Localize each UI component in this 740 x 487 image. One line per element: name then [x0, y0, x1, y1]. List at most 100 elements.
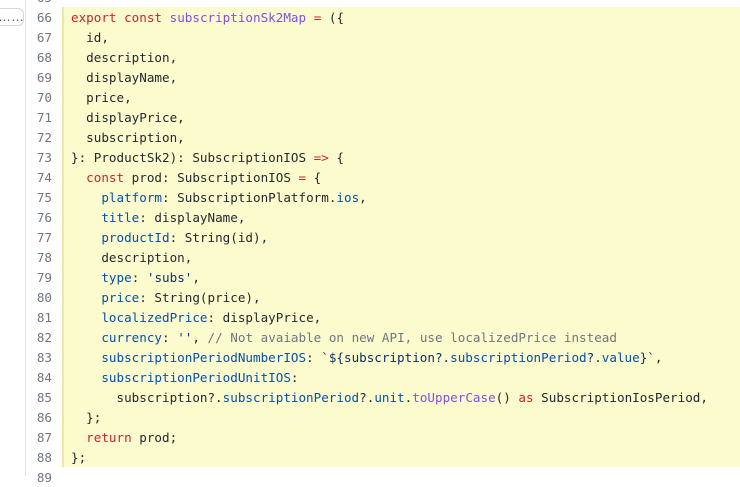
code-text: price: String(price),: [71, 289, 261, 305]
code-text: description,: [71, 50, 177, 65]
line-number[interactable]: 72: [36, 129, 52, 145]
line-number[interactable]: 87: [36, 429, 52, 445]
code-token: [71, 370, 101, 385]
line-number[interactable]: 69: [36, 69, 52, 85]
code-token: description,: [71, 49, 178, 65]
code-token: localizedPrice: [101, 309, 208, 325]
code-token: [71, 210, 101, 225]
code-token: title: [101, 209, 140, 225]
code-token: [71, 170, 86, 185]
line-number[interactable]: 73: [36, 149, 52, 165]
code-token: toUpperCase: [412, 389, 496, 405]
code-text: export const subscriptionSk2Map = ({: [71, 10, 344, 25]
code-token: ?.: [586, 349, 602, 365]
line-number[interactable]: 67: [36, 29, 52, 45]
line-number[interactable]: 79: [36, 269, 52, 285]
gutter-divider: [25, 0, 26, 476]
code-token: prod: SubscriptionIOS: [124, 169, 299, 185]
code-token: [162, 10, 170, 25]
line-number[interactable]: 65: [0, 0, 52, 5]
code-token: subscriptionSk2Map: [169, 9, 307, 25]
code-token: `${subscription?.: [321, 349, 451, 365]
code-text: subscriptionPeriodUnitIOS:: [71, 369, 299, 385]
line-number[interactable]: 83: [36, 349, 52, 365]
code-text: };: [71, 410, 101, 425]
line-number[interactable]: 81: [36, 309, 52, 325]
code-token: platform: [101, 189, 163, 205]
code-line: 82 currency: '', // Not avaiable on new …: [0, 327, 740, 347]
code-token: as: [518, 389, 534, 405]
code-text: subscription,: [71, 130, 185, 145]
code-token: subscriptionPeriod: [222, 389, 360, 405]
code-text: return prod;: [71, 430, 177, 445]
code-token: : String(id),: [169, 229, 269, 245]
code-token: currency: [101, 329, 163, 345]
line-number[interactable]: 88: [36, 449, 52, 465]
code-token: const: [86, 169, 125, 185]
line-number[interactable]: 89: [36, 469, 52, 485]
line-number[interactable]: 74: [36, 169, 52, 185]
line-number[interactable]: 78: [36, 249, 52, 265]
code-token: :: [131, 269, 147, 285]
code-text: subscriptionPeriodNumberIOS: `${subscrip…: [71, 350, 662, 365]
code-token: subscription?.: [71, 389, 223, 405]
code-line: 84 subscriptionPeriodUnitIOS:: [0, 367, 740, 387]
line-number[interactable]: 66: [36, 9, 52, 25]
code-token: :: [306, 349, 322, 365]
code-token: '': [177, 329, 193, 345]
code-token: unit: [374, 389, 405, 405]
line-number[interactable]: 80: [36, 289, 52, 305]
code-line: 65: [0, 0, 740, 7]
line-number[interactable]: 70: [36, 89, 52, 105]
code-line: 68 description,: [0, 47, 740, 67]
code-text: };: [71, 450, 86, 465]
code-line: 85 subscription?.subscriptionPeriod?.uni…: [0, 387, 740, 407]
code-token: : String(price),: [139, 289, 261, 305]
code-line: 86 };: [0, 407, 740, 427]
line-number[interactable]: 75: [36, 189, 52, 205]
line-number[interactable]: 71: [36, 109, 52, 125]
code-text: platform: SubscriptionPlatform.ios,: [71, 189, 367, 205]
code-line: 77 productId: String(id),: [0, 227, 740, 247]
line-number[interactable]: 77: [36, 229, 52, 245]
code-token: {: [306, 169, 322, 185]
line-number[interactable]: 86: [36, 409, 52, 425]
code-text: }: ProductSk2): SubscriptionIOS => {: [71, 150, 344, 165]
code-token: ,: [359, 189, 367, 205]
code-text: const prod: SubscriptionIOS = {: [71, 170, 321, 185]
highlighted-code-block: [62, 7, 740, 467]
code-line: 74 const prod: SubscriptionIOS = {: [0, 167, 740, 187]
code-token: description,: [71, 249, 193, 265]
code-text: subscription?.subscriptionPeriod?.unit.t…: [71, 389, 707, 405]
code-line: 80 price: String(price),: [0, 287, 740, 307]
highlight-left-border: [62, 7, 64, 467]
code-line: 75 platform: SubscriptionPlatform.ios,: [0, 187, 740, 207]
code-token: :: [162, 329, 178, 345]
line-number[interactable]: 84: [36, 369, 52, 385]
code-token: :: [290, 369, 299, 385]
code-token: displayPrice,: [71, 109, 185, 125]
code-line: 83 subscriptionPeriodNumberIOS: `${subsc…: [0, 347, 740, 367]
code-text: displayName,: [71, 70, 177, 85]
line-number[interactable]: 68: [36, 49, 52, 65]
code-token: id,: [71, 29, 109, 45]
code-line: 72 subscription,: [0, 127, 740, 147]
code-token: : displayName,: [139, 209, 246, 225]
code-line: 67 id,: [0, 27, 740, 47]
line-number[interactable]: 85: [36, 389, 52, 405]
code-token: ,: [192, 329, 208, 345]
code-token: price,: [71, 89, 132, 105]
code-token: [71, 330, 101, 345]
code-token: subscriptionPeriodNumberIOS: [101, 349, 307, 365]
line-number[interactable]: 82: [36, 329, 52, 345]
code-line: 89: [0, 467, 740, 487]
expand-lines-button[interactable]: ……: [0, 8, 24, 26]
code-token: }`: [639, 349, 655, 365]
code-token: (): [495, 389, 519, 405]
code-token: subscriptionPeriodUnitIOS: [101, 369, 291, 385]
code-text: description,: [71, 250, 192, 265]
code-text: currency: '', // Not avaiable on new API…: [71, 330, 617, 345]
code-line: 70 price,: [0, 87, 740, 107]
line-number[interactable]: 76: [36, 209, 52, 225]
code-text: displayPrice,: [71, 110, 185, 125]
